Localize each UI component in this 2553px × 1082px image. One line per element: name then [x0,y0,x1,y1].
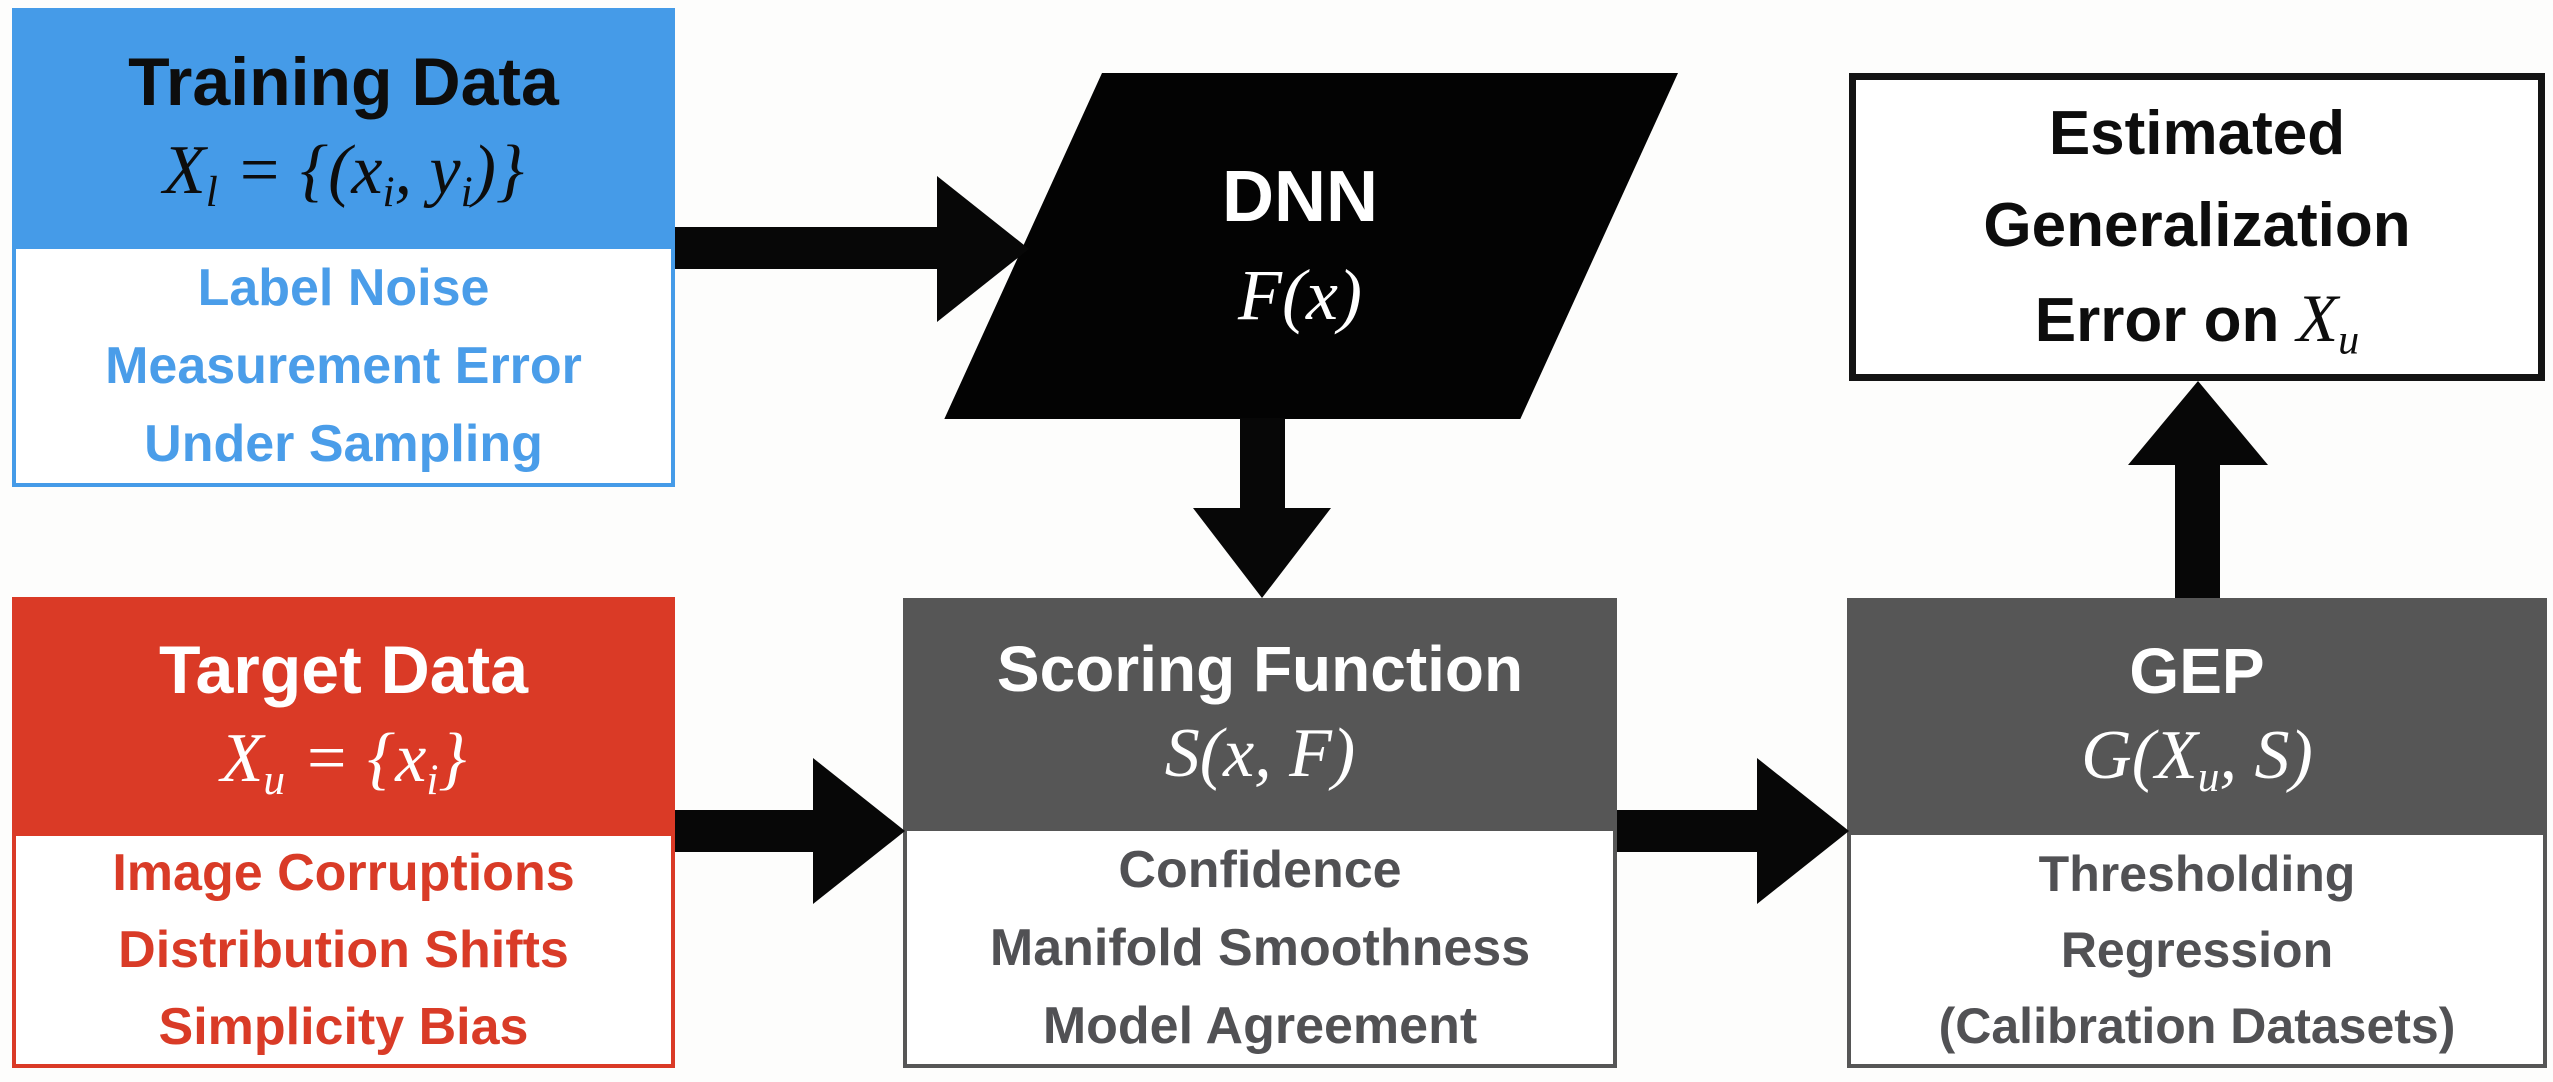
estimated-error-prefix: Error on [2034,285,2297,355]
gep-header: GEP G(Xu, S) [1847,598,2547,831]
scoring-function-title: Scoring Function [996,632,1524,705]
list-item: Simplicity Bias [158,997,529,1056]
scoring-function-formula: S(x, F) [1164,714,1356,792]
dnn-formula: F(x) [1238,254,1362,335]
arrow-shaft [675,810,815,852]
arrow-head-up-icon [2128,381,2268,465]
estimated-error-line: Error on Xu [2035,272,2359,367]
list-item: Label Noise [197,259,490,317]
dnn-title: DNN [1222,156,1378,237]
gep-title: GEP [2129,634,2265,707]
list-item: Image Corruptions [112,843,575,902]
arrow-head-right-icon [1757,758,1849,904]
arrow-shaft [675,227,939,269]
list-item: Confidence [1118,840,1402,899]
arrow-shaft [1617,810,1759,852]
arrow-head-right-icon [937,176,1029,322]
target-issues-list: Image Corruptions Distribution Shifts Si… [12,832,675,1068]
arrow-head-down-icon [1193,508,1331,598]
scoring-function-header: Scoring Function S(x, F) [903,598,1617,827]
estimated-error-formula: Xu [2296,279,2360,364]
gep-methods-list: Thresholding Regression (Calibration Dat… [1847,831,2547,1068]
target-data-formula: Xu = {xi} [220,719,467,804]
training-data-formula: Xl = {(xi, yi)} [163,131,524,216]
list-item: (Calibration Datasets) [1938,997,2456,1054]
target-data-header: Target Data Xu = {xi} [12,597,675,832]
estimated-error-line: Estimated [2048,98,2346,168]
list-item: Model Agreement [1042,996,1478,1055]
estimated-error-line: Generalization [1983,190,2411,260]
list-item: Thresholding [2038,845,2356,902]
training-data-header: Training Data Xl = {(xi, yi)} [12,8,675,245]
gep-formula: G(Xu, S) [2081,716,2313,801]
list-item: Measurement Error [105,337,582,395]
arrow-head-right-icon [813,758,905,904]
target-data-title: Target Data [158,631,529,708]
list-item: Distribution Shifts [118,920,569,979]
estimated-error-box: Estimated Generalization Error on Xu [1849,73,2545,381]
dnn-label: DNN F(x) [1030,73,1570,419]
training-data-title: Training Data [128,43,559,120]
arrow-shaft [2175,463,2220,598]
list-item: Regression [2060,921,2334,978]
scoring-methods-list: Confidence Manifold Smoothness Model Agr… [903,827,1617,1068]
arrow-shaft [1240,418,1285,510]
training-issues-list: Label Noise Measurement Error Under Samp… [12,245,675,487]
list-item: Under Sampling [144,415,543,473]
list-item: Manifold Smoothness [989,918,1531,977]
